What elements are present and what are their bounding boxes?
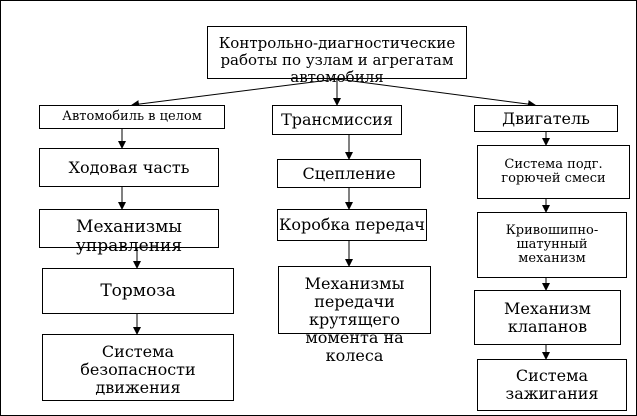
node-car-2-label: Механизмы управления bbox=[75, 217, 183, 256]
node-engine-2-label: Кривошипно- шатунный механизм bbox=[505, 223, 599, 266]
node-engine-1-label: Система подг. горючей смеси bbox=[501, 157, 606, 186]
node-engine-3-label: Механизм клапанов bbox=[504, 298, 591, 336]
column-header-car-label: Автомобиль в целом bbox=[62, 109, 202, 124]
column-header-car: Автомобиль в целом bbox=[39, 105, 225, 129]
column-header-transmission-label: Трансмиссия bbox=[281, 110, 393, 129]
node-engine-3: Механизм клапанов bbox=[474, 290, 621, 345]
root-node-label: Контрольно-диагностические работы по узл… bbox=[218, 34, 456, 86]
column-header-transmission: Трансмиссия bbox=[272, 105, 402, 135]
connector-root-to-engine bbox=[336, 78, 536, 109]
column-header-engine-label: Двигатель bbox=[502, 108, 590, 128]
node-engine-1: Система подг. горючей смеси bbox=[477, 145, 630, 199]
node-transmission-3: Механизмы передачи крутящего момента на … bbox=[278, 266, 431, 365]
node-car-3: Тормоза bbox=[42, 268, 234, 314]
node-car-1: Ходовая часть bbox=[39, 148, 219, 187]
node-engine-2: Кривошипно- шатунный механизм bbox=[477, 212, 627, 278]
column-header-engine: Двигатель bbox=[474, 105, 618, 132]
node-engine-4-label: Система зажигания bbox=[505, 366, 599, 403]
node-transmission-3-label: Механизмы передачи крутящего момента на … bbox=[304, 274, 405, 365]
node-transmission-2: Коробка передач bbox=[277, 209, 427, 241]
node-car-2: Механизмы управления bbox=[39, 209, 219, 256]
node-car-4: Система безопасности движения bbox=[42, 334, 234, 401]
node-transmission-1-label: Сцепление bbox=[302, 163, 396, 183]
node-car-3-label: Тормоза bbox=[100, 280, 176, 301]
node-car-1-label: Ходовая часть bbox=[68, 157, 190, 177]
connector-root-to-car bbox=[131, 78, 338, 109]
root-node: Контрольно-диагностические работы по узл… bbox=[207, 26, 467, 86]
node-engine-4: Система зажигания bbox=[477, 359, 627, 411]
node-transmission-2-label: Коробка передач bbox=[279, 215, 425, 234]
node-car-4-label: Система безопасности движения bbox=[80, 342, 196, 397]
node-transmission-1: Сцепление bbox=[277, 159, 421, 188]
